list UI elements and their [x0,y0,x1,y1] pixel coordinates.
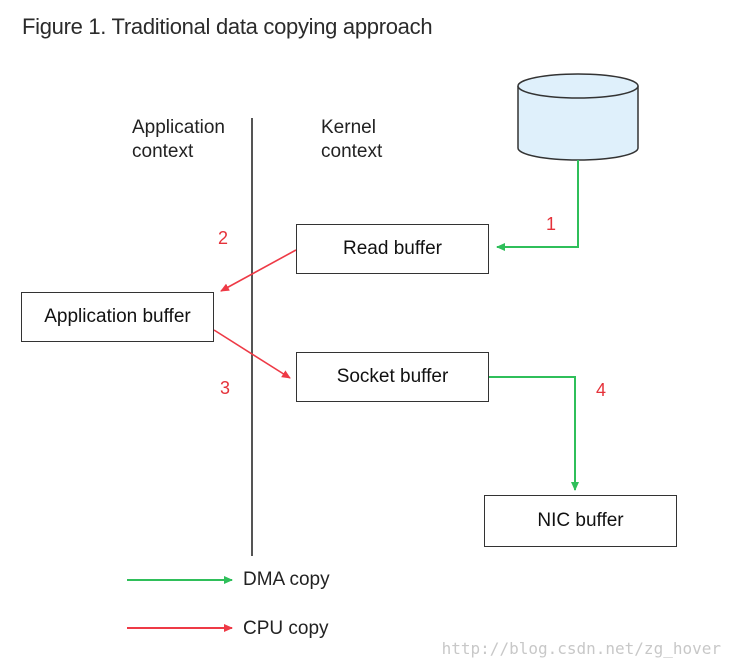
dma-arrow-disk-to-read-buffer [496,160,579,251]
legend-dma-label: DMA copy [243,569,330,590]
application-buffer-box: Application buffer [21,292,214,342]
kernel-context-label: Kernel context [321,116,382,164]
socket-buffer-box: Socket buffer [296,352,489,402]
application-context-label: Application context [132,116,225,164]
step-2-label: 2 [218,228,229,248]
step-4-label: 4 [596,380,607,400]
cpu-arrow-application-to-socket-buffer [213,329,291,379]
application-context-line1: Application [132,117,225,138]
application-context-line2: context [132,141,194,162]
legend-cpu-label: CPU copy [243,618,329,639]
step-3-label: 3 [220,378,231,398]
kernel-context-line2: context [321,141,383,162]
nic-buffer-box: NIC buffer [484,495,677,547]
dma-arrow-socket-to-nic-buffer [489,376,579,491]
figure-title: Figure 1. Traditional data copying appro… [22,14,433,39]
disk-icon [517,73,639,161]
read-buffer-box: Read buffer [296,224,489,274]
kernel-context-line1: Kernel [321,117,376,138]
step-1-label: 1 [546,214,557,234]
watermark: http://blog.csdn.net/zg_hover [441,639,721,658]
cpu-arrow-read-to-application-buffer [220,249,297,292]
